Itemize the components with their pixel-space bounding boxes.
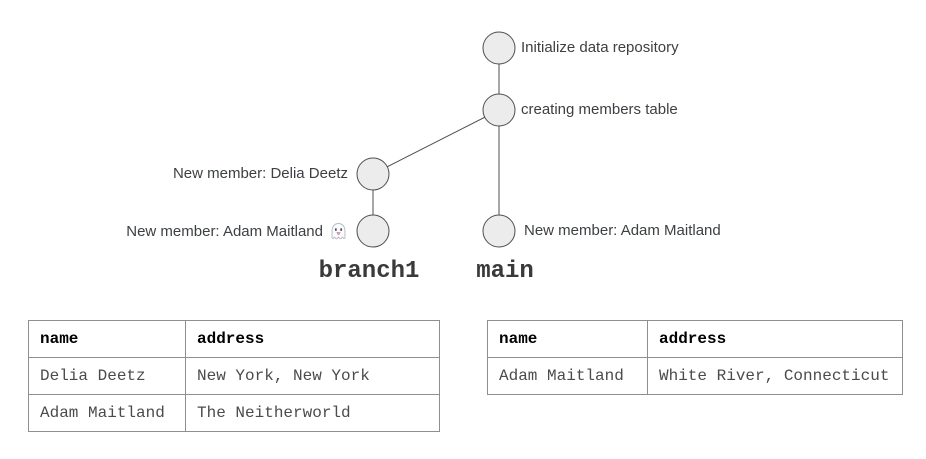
- branch1-table: name address Delia Deetz New York, New Y…: [28, 320, 440, 432]
- cell-address: The Neitherworld: [185, 394, 440, 432]
- commit-graph: [356, 31, 516, 248]
- column-header-name: name: [28, 320, 186, 358]
- table-row: Adam Maitland White River, Connecticut: [487, 357, 903, 395]
- branch-label-branch1: branch1: [318, 258, 420, 285]
- column-header-address: address: [185, 320, 440, 358]
- commit-node-adam-main: [482, 214, 516, 248]
- commit-node-delia: [356, 157, 390, 191]
- commit-message-text: Initialize data repository: [521, 39, 679, 56]
- commit-node-create-table: [482, 93, 516, 127]
- cell-name: Adam Maitland: [487, 357, 648, 395]
- cell-name: Delia Deetz: [28, 357, 186, 395]
- cell-address: White River, Connecticut: [647, 357, 903, 395]
- main-table: name address Adam Maitland White River, …: [487, 320, 903, 395]
- table-header-row: name address: [487, 320, 903, 358]
- commit-message-text: New member: Delia Deetz: [172, 165, 348, 182]
- table-header-row: name address: [28, 320, 440, 358]
- commit-message-create-table: creating members table: [521, 101, 678, 118]
- commit-message-text: New member: Adam Maitland: [524, 222, 721, 239]
- commit-message-initialize: Initialize data repository: [521, 39, 679, 56]
- commit-message-text: New member: Adam Maitland: [126, 223, 323, 240]
- commit-message-adam-branch1: New member: Adam Maitland: [126, 222, 348, 241]
- commit-message-text: creating members table: [521, 101, 678, 118]
- column-header-name: name: [487, 320, 648, 358]
- branch-label-main: main: [476, 258, 534, 285]
- commit-node-initialize: [482, 31, 516, 65]
- ghost-emoji: [329, 222, 348, 241]
- table-row: Adam Maitland The Neitherworld: [28, 394, 440, 432]
- commit-message-delia: New member: Delia Deetz: [173, 165, 348, 182]
- commit-node-adam-branch1: [356, 214, 390, 248]
- table-row: Delia Deetz New York, New York: [28, 357, 440, 395]
- edge-create-branch: [372, 109, 500, 175]
- cell-name: Adam Maitland: [28, 394, 186, 432]
- cell-address: New York, New York: [185, 357, 440, 395]
- commit-message-adam-main: New member: Adam Maitland: [524, 222, 721, 239]
- column-header-address: address: [647, 320, 903, 358]
